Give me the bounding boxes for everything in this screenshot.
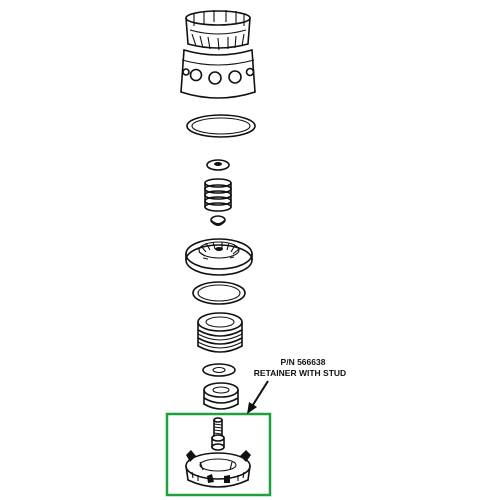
part-description-label: RETAINER WITH STUD — [253, 368, 347, 378]
flat-washer — [202, 363, 236, 377]
part-number-label: P/N 566638 — [280, 357, 326, 367]
strainer-disc — [185, 238, 253, 276]
highlight-box — [165, 412, 272, 497]
spring — [204, 178, 232, 212]
spring-cap — [206, 159, 230, 171]
arrow-icon — [247, 380, 269, 414]
valve-housing — [180, 10, 256, 99]
o-ring-lower — [192, 281, 246, 305]
retainer-with-stud — [185, 417, 251, 488]
seal-stack — [197, 312, 243, 353]
o-ring-upper — [186, 114, 256, 138]
bottom-seal — [203, 382, 239, 410]
small-nut — [210, 215, 226, 226]
